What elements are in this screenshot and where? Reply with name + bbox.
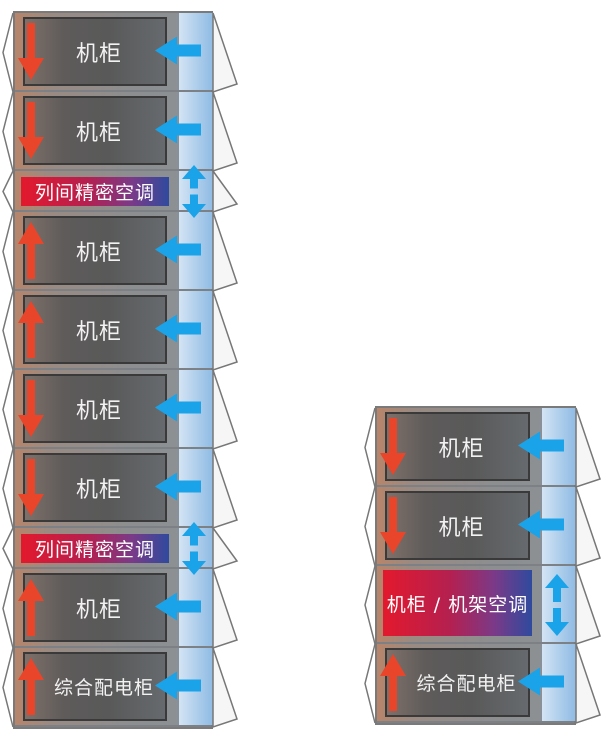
left-rack-row: 机柜机柜列间精密空调机柜机柜机柜机柜列间精密空调机柜综合配电柜 <box>13 11 213 729</box>
cabinet-row: 机柜 <box>15 449 213 528</box>
right-door-icon <box>575 407 601 489</box>
right-rack-row: 机柜机柜机柜 / 机架空调综合配电柜 <box>375 406 576 725</box>
right-door-icon <box>212 211 238 293</box>
right-door-icon <box>212 448 238 530</box>
cold-aisle-strip <box>540 487 576 564</box>
cabinet-row: 机柜 <box>377 487 576 566</box>
left-door-icon <box>2 448 14 529</box>
right-door-icon <box>212 290 238 372</box>
left-door-icon <box>2 568 14 649</box>
cold-aisle-strip <box>540 644 576 721</box>
cold-aisle-strip <box>177 212 213 289</box>
left-door-icon <box>2 369 14 450</box>
cabinet-label: 机柜 <box>385 412 530 481</box>
cabinet-label: 机柜 <box>23 453 167 522</box>
air-conditioner-row: 机柜 / 机架空调 <box>377 566 576 644</box>
right-door-icon <box>212 525 239 571</box>
cabinet-label: 机柜 <box>23 374 167 443</box>
cabinet-row: 机柜 <box>15 212 213 291</box>
air-conditioner-label: 列间精密空调 <box>21 177 169 206</box>
right-door-icon <box>212 12 238 94</box>
cabinet-label: 综合配电柜 <box>385 648 530 717</box>
cold-aisle-strip <box>177 528 213 567</box>
cold-aisle-strip <box>177 569 213 646</box>
left-door-icon <box>2 290 14 371</box>
right-door-icon <box>212 647 238 729</box>
air-conditioner-label: 机柜 / 机架空调 <box>383 570 532 636</box>
cabinet-row: 机柜 <box>377 408 576 487</box>
cabinet-row: 综合配电柜 <box>15 648 213 727</box>
left-door-icon <box>2 91 14 172</box>
cabinet-label: 机柜 <box>23 96 167 165</box>
cabinet-label: 综合配电柜 <box>23 652 167 721</box>
left-door-icon <box>364 643 376 724</box>
left-door-icon <box>364 407 376 488</box>
cold-aisle-strip <box>177 449 213 526</box>
left-door-icon <box>2 647 14 728</box>
right-door-icon <box>575 565 601 646</box>
right-door-icon <box>212 168 239 214</box>
cabinet-label: 机柜 <box>385 491 530 560</box>
cold-aisle-strip <box>177 13 213 90</box>
cabinet-row: 机柜 <box>15 13 213 92</box>
cold-aisle-strip <box>177 92 213 169</box>
cold-aisle-strip <box>177 171 213 210</box>
right-door-icon <box>212 91 238 173</box>
air-conditioner-label: 列间精密空调 <box>21 534 169 563</box>
right-door-icon <box>212 568 238 650</box>
cabinet-label: 机柜 <box>23 216 167 285</box>
left-door-icon <box>364 565 376 645</box>
cold-aisle-strip <box>540 566 576 642</box>
cabinet-label: 机柜 <box>23 573 167 642</box>
cabinet-row: 机柜 <box>15 291 213 370</box>
right-door-icon <box>212 369 238 451</box>
cold-aisle-strip <box>177 648 213 725</box>
left-door-icon <box>2 170 14 213</box>
cold-aisle-strip <box>540 408 576 485</box>
cold-aisle-strip <box>177 291 213 368</box>
air-conditioner-row: 列间精密空调 <box>15 171 213 212</box>
cabinet-row: 机柜 <box>15 92 213 171</box>
air-conditioner-row: 列间精密空调 <box>15 528 213 569</box>
cabinet-row: 综合配电柜 <box>377 644 576 723</box>
right-door-icon <box>575 643 601 725</box>
left-door-icon <box>2 527 14 570</box>
right-door-icon <box>575 486 601 568</box>
cabinet-label: 机柜 <box>23 17 167 86</box>
cabinet-row: 机柜 <box>15 569 213 648</box>
cabinet-row: 机柜 <box>15 370 213 449</box>
left-door-icon <box>2 211 14 292</box>
left-door-icon <box>2 12 14 93</box>
cabinet-label: 机柜 <box>23 295 167 364</box>
cold-aisle-strip <box>177 370 213 447</box>
left-door-icon <box>364 486 376 567</box>
